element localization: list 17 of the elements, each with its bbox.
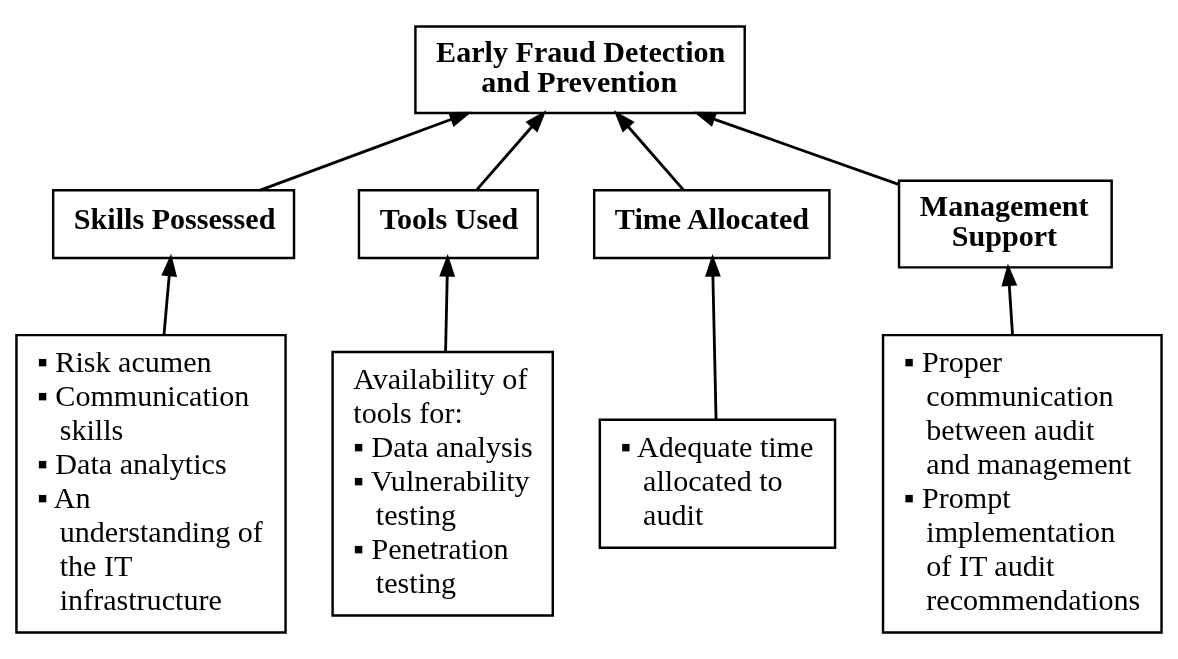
node-box: ▪ Adequate time allocated to audit: [598, 418, 837, 549]
node-box: ▪ Risk acumen ▪ Communication skills ▪ Data analytics ▪ An understanding of the IT infrastructure: [15, 333, 287, 634]
arrow: [613, 110, 685, 191]
node-box: Time Allocated: [592, 189, 831, 260]
arrow: [161, 253, 178, 335]
arrow: [439, 253, 456, 352]
node-box: Early Fraud Detection and Prevention: [414, 25, 746, 115]
arrow: [475, 110, 547, 191]
arrow: [693, 111, 900, 186]
arrow: [705, 254, 721, 420]
node-box: ▪ Proper communication between audit and management ▪ Prompt implementation of IT audit recommendations: [881, 333, 1163, 634]
node-box: Management Support: [897, 179, 1113, 269]
arrow: [1001, 263, 1018, 335]
node-box: Skills Possessed: [51, 189, 296, 260]
arrow: [259, 111, 472, 192]
node-box: Availability of tools for: ▪ Data analysis ▪ Vulnerability testing ▪ Penetration testing: [331, 350, 554, 617]
node-box: Tools Used: [357, 189, 539, 260]
